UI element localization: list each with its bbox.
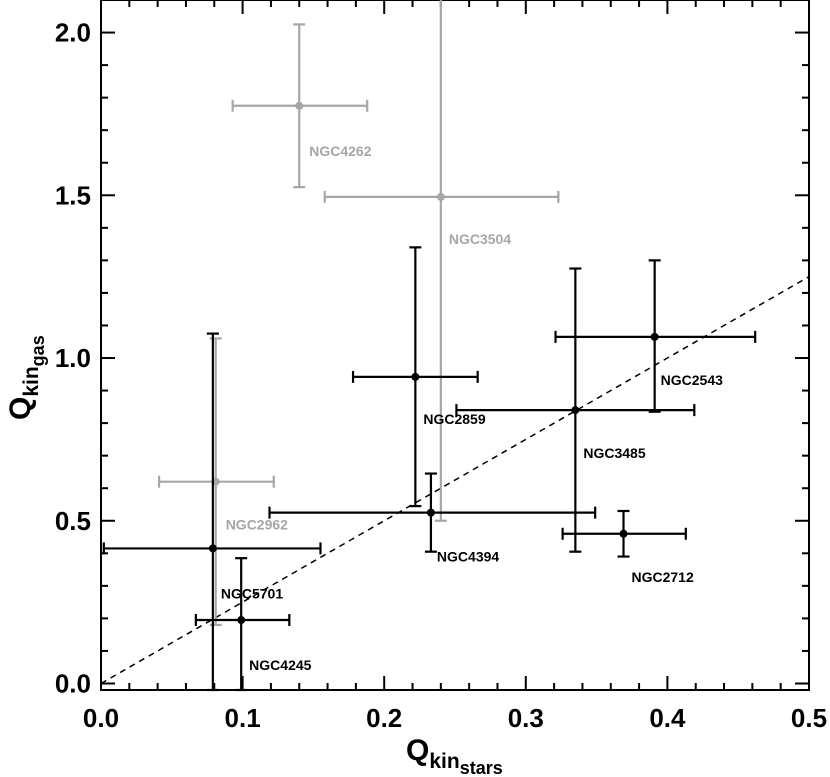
x-axis-title: Qkinstars: [406, 734, 503, 777]
point-label: NGC4245: [249, 657, 311, 673]
marker: [295, 101, 304, 110]
x-tick-label: 0.2: [366, 703, 402, 733]
x-axis-title-subsub: stars: [460, 758, 503, 777]
axis-ticks: [100, 0, 810, 690]
y-axis-title: Qkingas: [4, 335, 48, 420]
x-axis-title-sub: kin: [429, 750, 459, 773]
point-label: NGC3504: [449, 231, 511, 247]
point-label: NGC4262: [309, 143, 371, 159]
y-axis-title-subsub: gas: [28, 335, 48, 366]
x-tick-label: 0.1: [225, 703, 261, 733]
data-point-ngc2712: NGC2712: [561, 509, 694, 585]
y-axis-title-sub: kin: [20, 366, 43, 396]
point-label: NGC3485: [583, 445, 645, 461]
plot-frame: [100, 0, 810, 691]
data-point-ngc4245: NGC4245: [194, 557, 312, 692]
point-label: NGC2712: [632, 569, 694, 585]
point-label: NGC2962: [226, 517, 288, 533]
data-point-ngc3485: NGC3485: [455, 267, 696, 553]
marker: [571, 406, 580, 415]
point-label: NGC2543: [661, 372, 723, 388]
point-label: NGC2859: [423, 411, 485, 427]
marker: [436, 192, 445, 201]
x-axis-title-main: Q: [406, 734, 429, 767]
y-tick-label: 1.5: [55, 180, 91, 210]
data-point-ngc2962: NGC2962: [157, 337, 288, 627]
reference-dashed-line: [100, 276, 810, 685]
x-tick-label: 0.5: [791, 703, 827, 733]
y-tick-label: 0.5: [55, 506, 91, 536]
data-point-ngc4394: NGC4394: [268, 472, 597, 565]
marker: [426, 508, 435, 517]
point-label: NGC4394: [437, 549, 499, 565]
marker: [411, 372, 420, 381]
y-tick-label: 1.0: [55, 343, 91, 373]
data-point-ngc2859: NGC2859: [351, 246, 486, 508]
x-tick-label: 0.3: [508, 703, 544, 733]
data-point-ngc5701: NGC5701: [102, 332, 322, 692]
marker: [237, 616, 246, 625]
marker: [208, 544, 217, 553]
data-point-ngc2543: NGC2543: [554, 259, 757, 413]
marker: [650, 332, 659, 341]
axis-tick-labels: 0.0 0.1 0.2 0.3 0.4 0.5 0.0 0.5 1.0 1.5 2.0: [55, 18, 827, 733]
y-axis-title-main: Q: [4, 397, 37, 420]
x-tick-label: 0.4: [649, 703, 686, 733]
data-point-ngc4262: NGC4262: [231, 23, 372, 189]
marker: [619, 529, 628, 538]
y-tick-label: 2.0: [55, 18, 91, 48]
x-tick-label: 0.0: [83, 703, 119, 733]
data-point-ngc3504: NGC3504: [323, 0, 560, 522]
y-tick-label: 0.0: [55, 668, 91, 698]
point-label: NGC5701: [221, 585, 283, 601]
